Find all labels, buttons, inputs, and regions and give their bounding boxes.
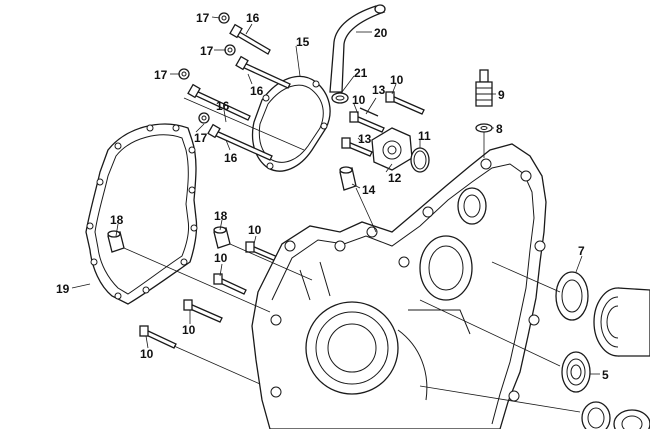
part-21-clamp [331,92,349,104]
part-12-pump-cover [371,127,413,171]
bearing-7-seal [555,271,589,321]
callout-11: 11 [418,129,431,143]
callout-7: 7 [578,244,585,258]
callout-15: 15 [296,35,310,49]
part-20-hose [329,4,386,93]
leader-lines [71,16,600,375]
callout-18-a: 18 [110,213,124,227]
bearings-bottom [581,401,650,429]
callout-5: 5 [602,368,609,382]
lower-bolts [139,241,281,349]
callout-10-c: 10 [248,223,262,237]
callout-16-b: 16 [250,84,264,98]
callout-9: 9 [498,88,505,102]
part-14-dowel [339,166,357,191]
callout-17-d: 17 [194,131,208,145]
callout-17-a: 17 [196,11,210,25]
callout-17-b: 17 [200,44,214,58]
crankcase-main [251,143,547,429]
callout-10-d: 10 [214,251,228,265]
part-15-gasket [251,75,331,172]
callout-12: 12 [388,171,402,185]
callout-13-a: 13 [372,83,386,97]
callout-10-a: 10 [390,73,404,87]
callout-20: 20 [374,26,388,40]
studs-16-and-washers-17 [178,12,291,161]
stud-row-3 [178,68,251,121]
bearing-5 [561,351,591,393]
callout-17-c: 17 [154,68,168,82]
part-9-sensor [475,69,493,107]
callout-16-d: 16 [224,151,238,165]
callout-16-c: 16 [216,99,230,113]
callout-labels: 17 16 17 15 20 17 16 21 10 9 13 10 16 17… [56,11,609,382]
callout-8: 8 [496,122,503,136]
callout-21: 21 [354,66,368,80]
callout-10-b: 10 [352,93,366,107]
callout-10-f: 10 [140,347,154,361]
part-11-o-ring [410,147,430,173]
callout-18-b: 18 [214,209,228,223]
upper-bolts [341,91,425,157]
callout-13-b: 13 [358,132,372,146]
callout-16-a: 16 [246,11,260,25]
callout-14: 14 [362,183,376,197]
callout-19: 19 [56,282,70,296]
bearing-large [593,287,650,357]
part-19-gasket [85,123,198,305]
part-8-washer [475,123,493,133]
stud-row-4 [198,112,273,161]
callout-10-e: 10 [182,323,196,337]
stud-row-2 [224,44,291,89]
assembly-lines [123,97,581,413]
